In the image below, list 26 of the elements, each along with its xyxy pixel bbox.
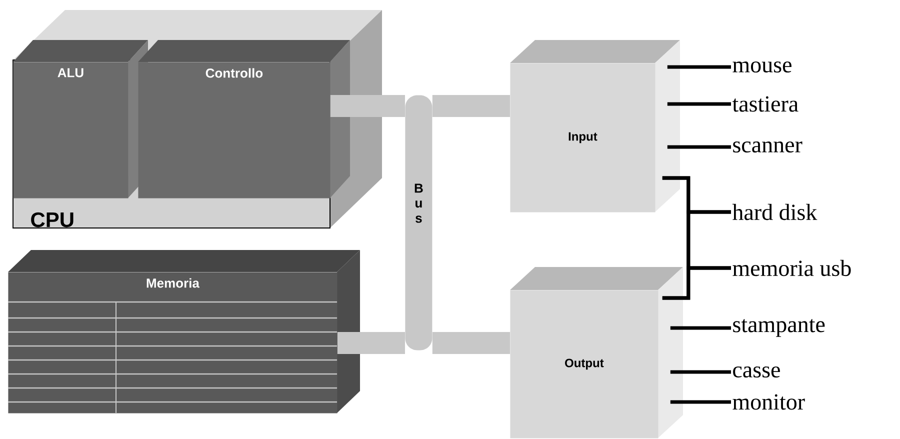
bus-connector [432, 95, 510, 117]
device-label: tastiera [732, 96, 798, 112]
connector-line [667, 65, 731, 69]
device-label: monitor [732, 394, 805, 410]
device-label: casse [733, 366, 780, 378]
device-label: mouse [732, 61, 792, 73]
control-unit-block: Controllo [138, 40, 350, 198]
device-label: memoria usb [732, 260, 851, 276]
connector-line [662, 266, 731, 300]
bus-pipe: Bus [405, 95, 432, 350]
connector-line [670, 400, 731, 404]
device-label: scanner [733, 141, 802, 153]
connector-line [670, 326, 731, 330]
bus-connector [432, 332, 510, 354]
connector-line [667, 145, 731, 149]
device-label: hard disk [732, 204, 818, 220]
input-unit-block: Input [510, 40, 680, 212]
output-unit-block: Output [510, 267, 683, 438]
alu-block: ALU [13, 40, 148, 198]
connector-line [667, 102, 731, 106]
node-label: ALU [58, 68, 84, 78]
memory-block: Memoria [8, 250, 360, 414]
device-label: stampante [733, 319, 825, 337]
connector-line [670, 370, 731, 374]
bus-connector [330, 95, 405, 117]
bus-connector [337, 332, 405, 354]
